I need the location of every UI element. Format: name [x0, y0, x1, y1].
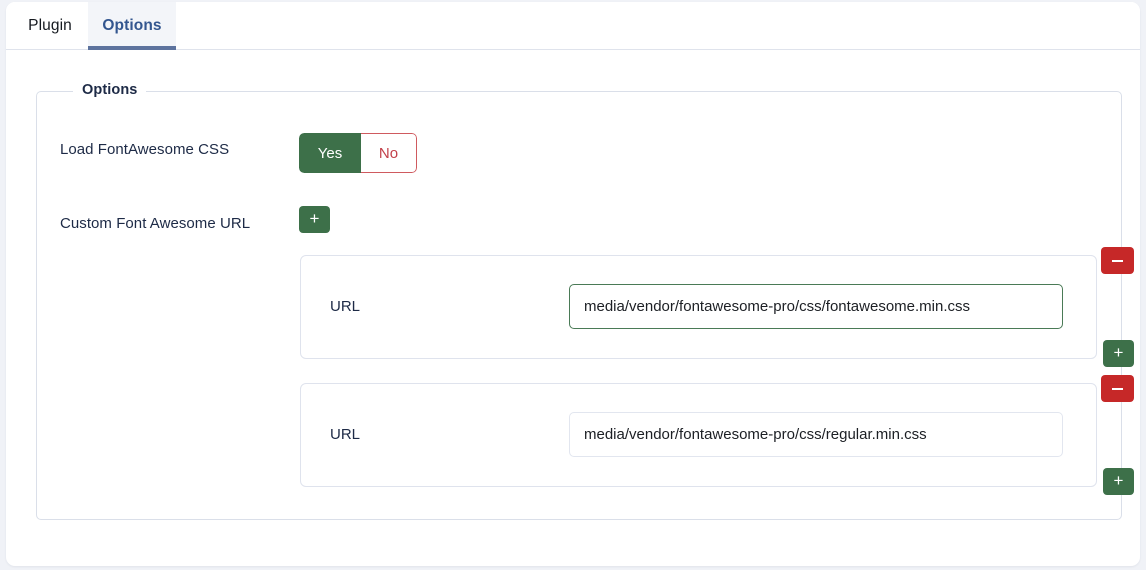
fieldset-legend: Options — [73, 82, 147, 98]
label-custom-font-awesome-url: Custom Font Awesome URL — [60, 215, 251, 232]
plus-icon: + — [309, 209, 320, 228]
load-fontawesome-toggle: Yes No — [299, 133, 417, 173]
minus-icon — [1112, 259, 1123, 262]
label-load-fontawesome-css: Load FontAwesome CSS — [60, 141, 230, 158]
url-input[interactable] — [569, 284, 1063, 329]
radio-option-no[interactable]: No — [361, 133, 417, 173]
minus-icon — [1112, 387, 1123, 390]
tab-options[interactable]: Options — [88, 2, 176, 50]
url-row-label: URL — [330, 426, 361, 443]
remove-url-row-button[interactable] — [1101, 247, 1134, 274]
add-url-row-button[interactable]: + — [1103, 340, 1134, 367]
tab-plugin[interactable]: Plugin — [28, 17, 72, 34]
url-row: URL + — [300, 247, 1134, 367]
url-row: URL + — [300, 375, 1134, 495]
plus-icon: + — [1113, 343, 1124, 362]
add-url-row-button[interactable]: + — [1103, 468, 1134, 495]
settings-card: Plugin Options Options Load FontAwesome … — [6, 2, 1140, 566]
options-fieldset: Options Load FontAwesome CSS Yes No Cust… — [36, 82, 1134, 520]
url-row-label: URL — [330, 298, 361, 315]
url-input[interactable] — [569, 412, 1063, 457]
plus-icon: + — [1113, 471, 1124, 490]
radio-option-yes[interactable]: Yes — [299, 133, 361, 173]
tab-bar: Plugin Options — [6, 2, 1140, 50]
remove-url-row-button[interactable] — [1101, 375, 1134, 402]
add-url-row-button[interactable]: + — [299, 206, 330, 233]
